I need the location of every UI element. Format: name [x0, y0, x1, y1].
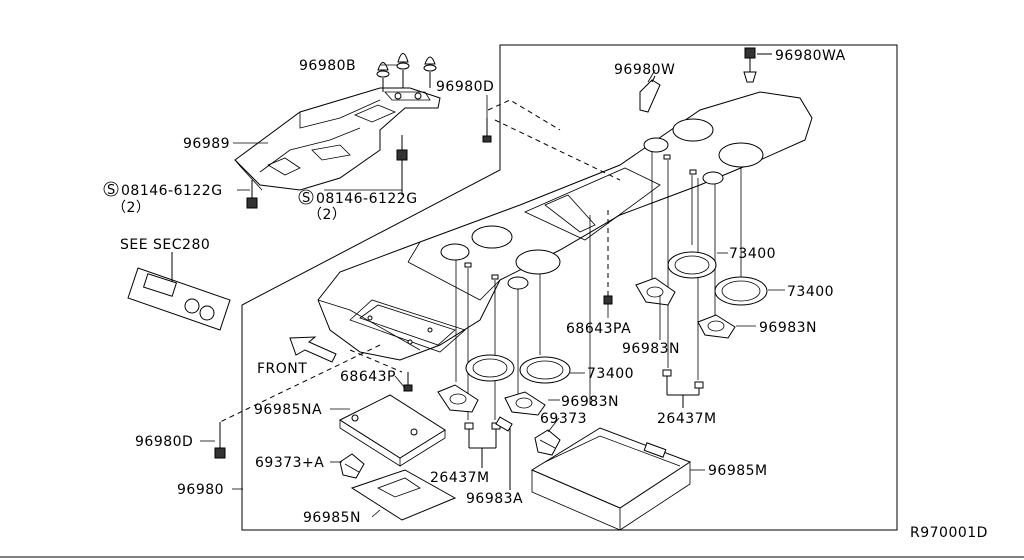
- screw-96980D-lower: [214, 422, 226, 459]
- clips-26437M: [464, 369, 704, 468]
- label-26437M-a: 26437M: [430, 470, 490, 486]
- screw-symbol-left: [103, 181, 119, 197]
- connector-96983A: [495, 416, 513, 490]
- socket-69373A: [339, 453, 365, 479]
- label-leaders: [200, 64, 785, 518]
- lamp-units-96983N: [437, 277, 736, 416]
- label-96985M: 96985M: [708, 463, 768, 479]
- clip-96980WA: [743, 47, 772, 83]
- label-bolt-left-qty: （2）: [112, 200, 150, 216]
- front-arrow: [289, 336, 337, 363]
- label-96983N-c: 96983N: [561, 394, 619, 410]
- clip-96980B-group: [376, 53, 437, 92]
- label-96980D-top: 96980D: [436, 79, 494, 95]
- label-bolt-left-code: 08146-6122G: [121, 183, 223, 199]
- frame-outline: [241, 44, 898, 531]
- label-96983N-a: 96983N: [759, 320, 817, 336]
- screw-symbol-right: [298, 189, 314, 205]
- label-see-sec: SEE SEC280: [120, 237, 210, 253]
- clip-68643P: [403, 372, 413, 392]
- bolt-right: [396, 135, 408, 195]
- screw-symbol-right-letter: S: [302, 191, 310, 206]
- label-96980D-bottom: 96980D: [135, 434, 193, 450]
- clip-96980W: [639, 75, 661, 113]
- label-96980: 96980: [177, 482, 224, 498]
- label-bolt-right-qty: （2）: [308, 207, 346, 223]
- lid-96985M: [530, 427, 692, 531]
- label-96980WA: 96980WA: [775, 48, 846, 64]
- label-front: FRONT: [257, 361, 307, 377]
- console-body: [317, 91, 813, 361]
- label-68643P: 68643P: [340, 369, 396, 385]
- label-73400-a: 73400: [729, 246, 776, 262]
- label-96989: 96989: [183, 136, 230, 152]
- socket-69373: [534, 429, 561, 456]
- label-96985NA: 96985NA: [254, 402, 322, 418]
- assembly-dashed-lines: [219, 99, 621, 423]
- label-96980B: 96980B: [299, 58, 356, 74]
- screw-96980D-upper: [482, 118, 492, 143]
- cover-96985N: [350, 469, 457, 521]
- label-ref-code: R970001D: [910, 525, 988, 541]
- clip-68643PA: [603, 295, 613, 305]
- label-73400-b: 73400: [787, 284, 834, 300]
- label-26437M-b: 26437M: [657, 411, 717, 427]
- overhead-console-module: [127, 252, 231, 331]
- bolt-left: [246, 180, 258, 209]
- vent-rings-73400: [465, 251, 768, 384]
- screw-symbol-left-letter: S: [107, 183, 115, 198]
- label-96983A: 96983A: [466, 491, 523, 507]
- lens-cover-96985NA: [338, 394, 446, 467]
- label-96983N-b: 96983N: [622, 341, 680, 357]
- label-68643PA: 68643PA: [566, 321, 631, 337]
- label-96985N: 96985N: [303, 510, 361, 526]
- label-bolt-right-code: 08146-6122G: [316, 191, 418, 207]
- label-96980W: 96980W: [614, 62, 675, 78]
- label-69373A: 69373+A: [255, 455, 324, 471]
- label-73400-c: 73400: [587, 366, 634, 382]
- bracket-96989: [234, 87, 441, 191]
- label-69373: 69373: [540, 411, 587, 427]
